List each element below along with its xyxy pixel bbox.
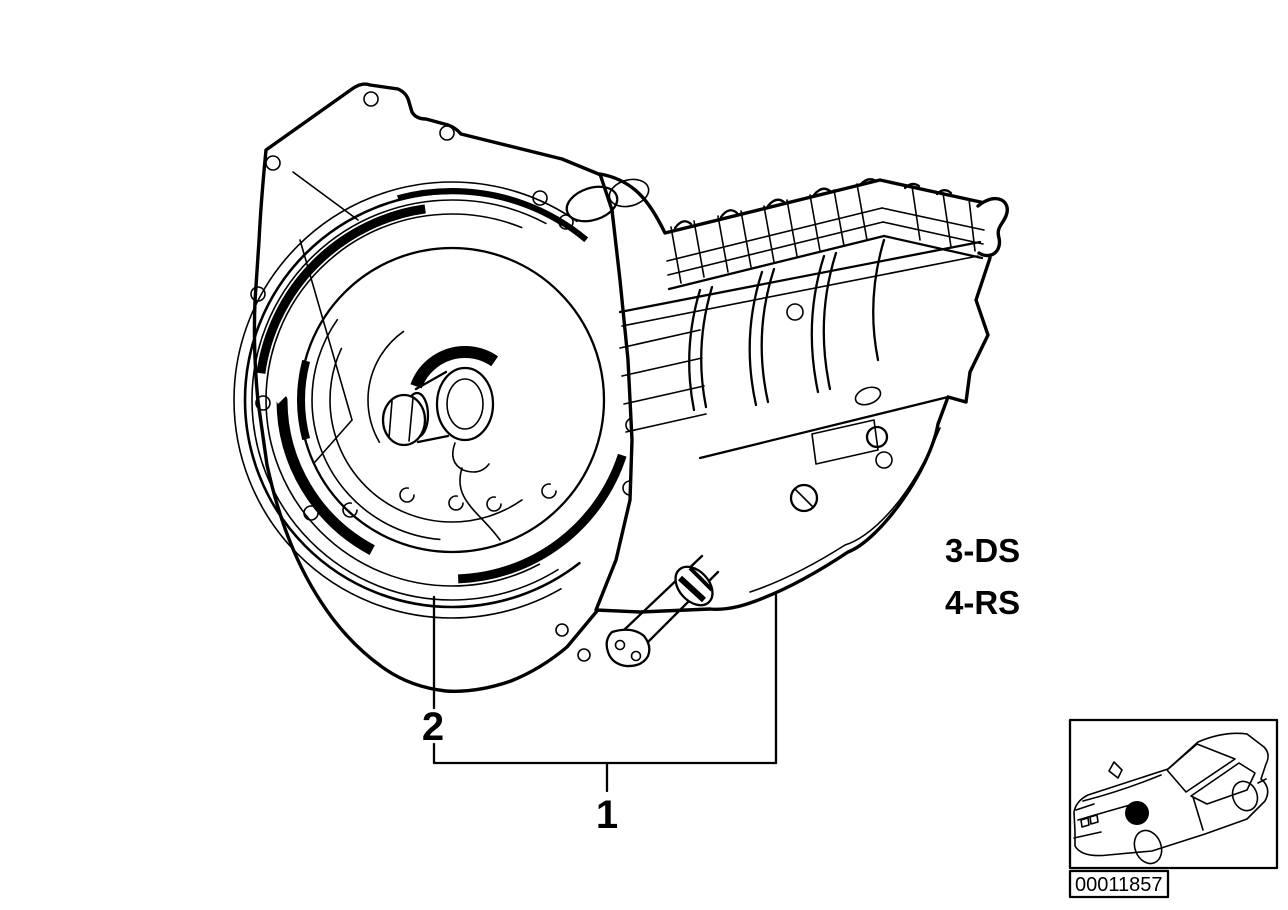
gearbox-location-marker-icon [1125,801,1149,825]
front-wheel [1133,829,1163,865]
image-code-border [1068,869,1170,899]
side-mirror [1108,761,1123,779]
thumbnail-border [1068,718,1279,870]
pan-side-plate [811,419,879,465]
deck-rib-grid [666,178,985,291]
callouts: 2 1 [422,593,778,837]
drain-plug [789,483,819,513]
output-shaft-coupling [605,554,720,668]
variant-label-3ds: 3-DS [945,532,1020,569]
converter-hub [381,366,501,541]
kidney-grille [1080,817,1090,828]
bmw-sedan-icon [1073,732,1269,865]
gearbox-body [565,172,1009,614]
image-code-box: 00011857 [1068,869,1170,899]
governor-boss-small [608,178,650,208]
callout-1-label[interactable]: 1 [596,793,618,837]
variant-labels: 3-DS 4-RS [945,532,1020,621]
oil-pan [698,395,950,593]
variant-label-4rs: 4-RS [945,584,1020,621]
rear-mount-hook [976,196,1009,258]
pan-gasket-line [698,395,950,460]
rear-wheel [1231,780,1259,812]
torque-converter [240,188,664,612]
image-code: 00011857 [1075,874,1163,896]
governor-boss [565,185,619,223]
shaft-end-nut [381,393,427,447]
car-location-thumbnail [1068,718,1279,870]
case-bolts [786,303,893,469]
flange-inner-ring [233,181,671,619]
gearbox-silhouette [594,172,992,614]
callout-2-label[interactable]: 2 [422,705,444,749]
coupling-flange [605,628,651,668]
case-ribs [618,238,982,433]
